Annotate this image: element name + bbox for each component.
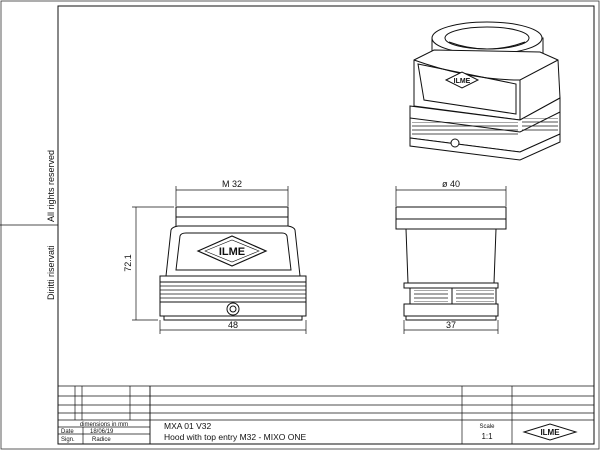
front-dimension-lines [132, 186, 307, 334]
all-rights-reserved-note: All rights reserved [46, 149, 56, 222]
sign-value: Radice [92, 437, 111, 443]
side-dimension-lines [395, 186, 507, 334]
side-view [395, 206, 507, 321]
isometric-view [409, 21, 561, 161]
sign-label: Sign. [61, 437, 75, 443]
title-block-grid [58, 385, 594, 444]
dim-side-top: ø 40 [442, 179, 460, 189]
dim-front-top: M 32 [222, 179, 242, 189]
title-block-logo: ILME [522, 423, 578, 441]
date-label: Date [61, 429, 74, 435]
title-logo-text: ILME [540, 428, 560, 437]
dim-front-height: 72.1 [123, 254, 133, 272]
isometric-logo-text: ILME [454, 78, 471, 85]
front-logo-text: ILME [219, 246, 245, 258]
scale-label: Scale [479, 424, 495, 430]
front-logo: ILME [196, 235, 268, 267]
dim-side-width: 37 [446, 320, 456, 330]
isometric-logo: ILME [444, 71, 480, 89]
diritti-riservati-note: Diritti riservati [46, 245, 56, 300]
date-value: 18/06/19 [90, 429, 114, 435]
dim-front-width: 48 [228, 320, 238, 330]
drawing-code: MXA 01 V32 [164, 421, 212, 431]
drawing-description: Hood with top entry M32 - MIXO ONE [164, 432, 307, 442]
units-note: dimensions in mm [80, 422, 128, 428]
scale-value: 1:1 [481, 432, 493, 441]
